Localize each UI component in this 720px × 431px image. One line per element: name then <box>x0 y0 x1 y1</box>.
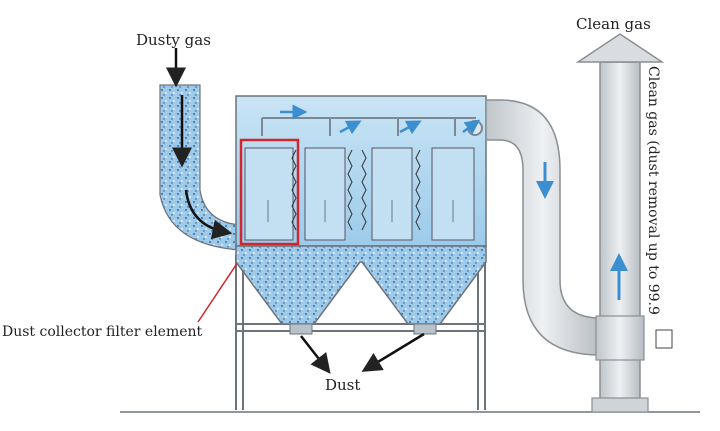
filter-element-label: Dust collector filter element <box>2 324 203 340</box>
dust-arrow-right <box>361 332 425 372</box>
dust-arrow-left <box>300 335 331 374</box>
exhaust-stack <box>575 33 673 413</box>
highlighted-filter-element <box>239 138 300 246</box>
clean-gas-side-label: Clean gas (dust removal up to 99.9 <box>645 66 661 315</box>
support-frame <box>235 255 486 410</box>
filter-bags <box>244 147 475 241</box>
outlet-duct <box>485 99 601 356</box>
dusty-gas-label: Dusty gas <box>136 31 211 49</box>
dust-label: Dust <box>325 376 360 394</box>
hoppers <box>235 245 487 335</box>
flow-arrows-top <box>280 104 481 135</box>
clean-gas-top-label: Clean gas <box>576 15 651 33</box>
inlet-pipe <box>159 84 241 251</box>
